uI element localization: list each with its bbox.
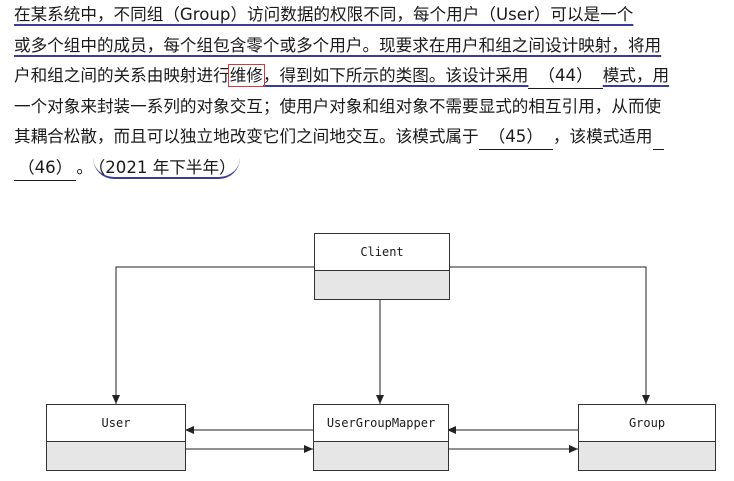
text-line-3-pre: 户和组之间的关系由映射进行: [14, 66, 230, 85]
boxed-word: 维修: [227, 64, 265, 87]
text-line-5-post: ，该模式适用: [552, 127, 653, 146]
answer-blank-line-end: [652, 125, 664, 150]
text-line-2: 或多个组中的成员，每个组包含零个或多个用户。现要求在用户和组之间设计映射，将用: [14, 31, 726, 62]
text-line-3-post: 模式，用: [602, 66, 670, 85]
class-group-body: [579, 442, 715, 470]
text-line-1-content: 在某系统中，不同组（Group）访问数据的权限不同，每个用户（User）可以是一…: [14, 5, 634, 24]
year-annotation: （2021 年下半年）: [92, 157, 240, 179]
answer-blank-44: （44）: [528, 64, 603, 89]
text-line-5-pre: 其耦合松散，而且可以独立地改变它们之间地交互。该模式属于: [14, 127, 479, 146]
class-client: Client: [314, 233, 450, 300]
text-line-2-content: 或多个组中的成员，每个组包含零个或多个用户。现要求在用户和组之间设计映射，将用: [14, 35, 662, 55]
class-mapper-body: [314, 442, 448, 470]
text-line-3: 户和组之间的关系由映射进行维修，得到如下所示的类图。该设计采用（44）模式，用: [14, 61, 726, 92]
class-user-name: User: [47, 405, 185, 442]
client-to-user-arrow: [112, 266, 314, 404]
text-line-4-content: 一个对象来封装一系列的对象交互；使用户对象和组对象不需要显式的相互引用，从而使: [14, 96, 662, 116]
class-mapper-name: UserGroupMapper: [314, 405, 448, 442]
class-client-name: Client: [315, 234, 449, 271]
text-line-1: 在某系统中，不同组（Group）访问数据的权限不同，每个用户（User）可以是一…: [14, 0, 726, 31]
text-line-3-mid: ，得到如下所示的类图。该设计采用: [262, 66, 529, 85]
client-to-group-arrow: [448, 266, 650, 404]
class-usergroupmapper: UserGroupMapper: [313, 404, 449, 471]
text-line-5: 其耦合松散，而且可以独立地改变它们之间地交互。该模式属于（45），该模式适用: [14, 122, 726, 153]
class-user: User: [46, 404, 186, 471]
text-line-4: 一个对象来封装一系列的对象交互；使用户对象和组对象不需要显式的相互引用，从而使: [14, 92, 726, 123]
text-line-6-post: 。: [76, 157, 93, 177]
answer-blank-46: （46）: [14, 156, 77, 181]
class-group-name: Group: [579, 405, 715, 442]
class-client-body: [315, 271, 449, 299]
class-user-body: [47, 442, 185, 470]
answer-blank-45: （45）: [478, 125, 553, 150]
text-line-6: （46）。（2021 年下半年）: [14, 153, 726, 184]
class-group: Group: [578, 404, 716, 471]
question-text: 在某系统中，不同组（Group）访问数据的权限不同，每个用户（User）可以是一…: [14, 0, 726, 183]
